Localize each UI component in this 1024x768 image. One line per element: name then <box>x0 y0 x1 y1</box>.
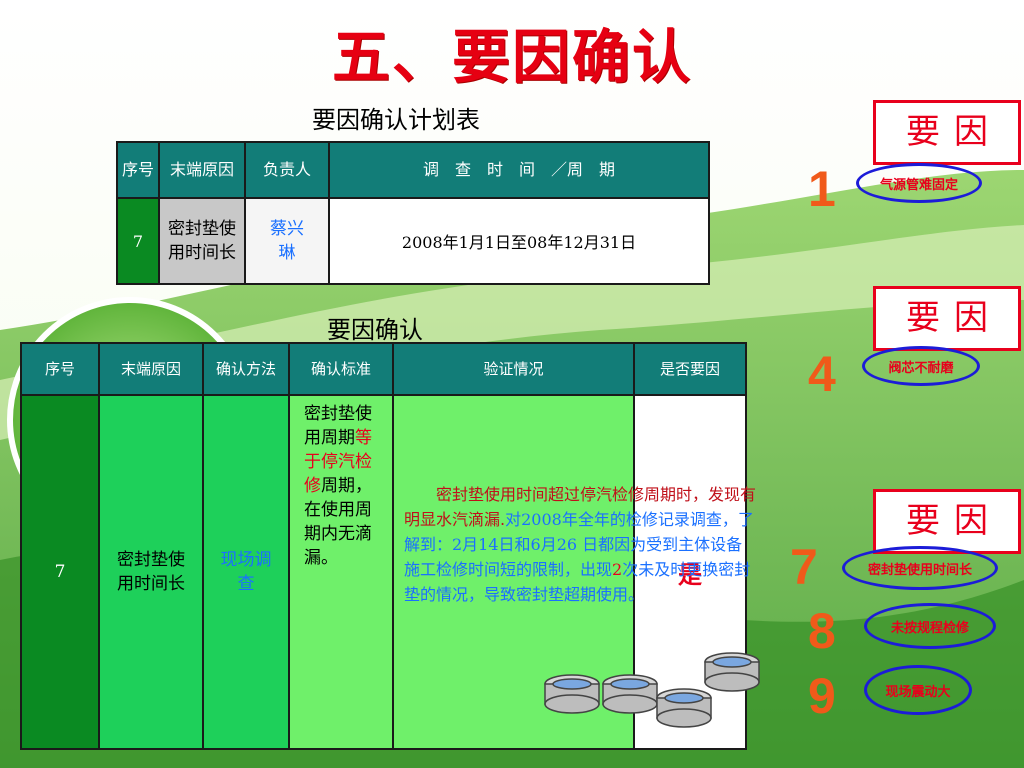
verify-blue-text-1: 对2008年全年的检修记录调查，了解到：2月14日和6月26 日都因为受到主体设… <box>404 510 754 579</box>
cause-number-8: 8 <box>808 603 836 659</box>
cause-oval-8: 未按规程检修 <box>864 603 996 649</box>
confirm-header-seq: 序号 <box>20 342 100 396</box>
cause-number-1: 1 <box>808 161 836 217</box>
plan-cause: 密封垫使用时间长 <box>158 197 246 285</box>
confirm-header-cause: 末端原因 <box>98 342 204 396</box>
cause-oval-1: 气源管难固定 <box>856 163 982 203</box>
confirm-header-standard: 确认标准 <box>288 342 394 396</box>
cause-number-4: 4 <box>808 346 836 402</box>
plan-header-cause: 末端原因 <box>158 141 246 199</box>
cause-oval-7: 密封垫使用时间长 <box>842 546 998 590</box>
key-cause-box-2: 要因 <box>873 286 1021 351</box>
cause-oval-9: 现场震动大 <box>864 665 972 715</box>
plan-table-caption: 要因确认计划表 <box>312 106 480 134</box>
verify-blue-text-2: 次未及时更换密封垫的情况，导致密封垫超期使用。 <box>404 560 751 604</box>
confirm-table: 序号 末端原因 确认方法 确认标准 验证情况 是否要因 7 密封垫使用时间长 现… <box>20 342 760 750</box>
plan-seq: 7 <box>116 197 160 285</box>
confirm-header-method: 确认方法 <box>202 342 290 396</box>
gasket-rings-illustration <box>544 652 760 728</box>
verify-red-text: 密封垫使用时间超过停汽检修周期时，发现有明显水汽滴漏. <box>404 485 757 529</box>
cause-oval-4: 阀芯不耐磨 <box>862 346 980 386</box>
plan-header-owner: 负责人 <box>244 141 330 199</box>
plan-table: 序号 末端原因 负责人 调 查 时 间 ／周 期 7 密封垫使用时间长 蔡兴琳 … <box>116 141 710 285</box>
plan-row: 7 密封垫使用时间长 蔡兴琳 2008年1月1日至08年12月31日 <box>116 197 710 285</box>
confirm-verify-text: 密封垫使用时间超过停汽检修周期时，发现有明显水汽滴漏.对2008年全年的检修记录… <box>404 482 756 607</box>
confirm-method: 现场调查 <box>202 394 290 750</box>
confirm-header-row: 序号 末端原因 确认方法 确认标准 验证情况 是否要因 <box>20 342 747 396</box>
plan-header-row: 序号 末端原因 负责人 调 查 时 间 ／周 期 <box>116 141 710 199</box>
plan-period: 2008年1月1日至08年12月31日 <box>328 197 710 285</box>
confirm-row: 7 密封垫使用时间长 现场调查 密封垫使用周期等于停汽检修周期，在使用周期内无滴… <box>20 394 760 750</box>
confirm-verify-cell: 密封垫使用时间超过停汽检修周期时，发现有明显水汽滴漏.对2008年全年的检修记录… <box>392 394 760 750</box>
verify-count: 2 <box>612 560 623 579</box>
confirm-standard: 密封垫使用周期等于停汽检修周期，在使用周期内无滴漏。 <box>288 394 394 750</box>
confirm-table-caption: 要因确认 <box>327 316 423 344</box>
plan-header-seq: 序号 <box>116 141 160 199</box>
confirm-cause: 密封垫使用时间长 <box>98 394 204 750</box>
confirm-standard-part-b: 等于停汽检修 <box>304 428 372 496</box>
key-cause-box-3: 要因 <box>873 489 1021 554</box>
confirm-header-verify: 验证情况 <box>392 342 635 396</box>
key-cause-box-1: 要因 <box>873 100 1021 165</box>
plan-owner: 蔡兴琳 <box>244 197 330 285</box>
cause-number-9: 9 <box>808 668 836 724</box>
confirm-standard-part-a: 密封垫使用周期 <box>304 404 372 448</box>
confirm-standard-part-c: 周期，在使用周期内无滴漏。 <box>304 476 372 568</box>
confirm-header-iskey: 是否要因 <box>633 342 747 396</box>
confirm-seq: 7 <box>20 394 100 750</box>
slide-title: 五、要因确认 <box>331 23 692 91</box>
plan-header-period: 调 查 时 间 ／周 期 <box>328 141 710 199</box>
cause-number-7: 7 <box>790 539 818 595</box>
